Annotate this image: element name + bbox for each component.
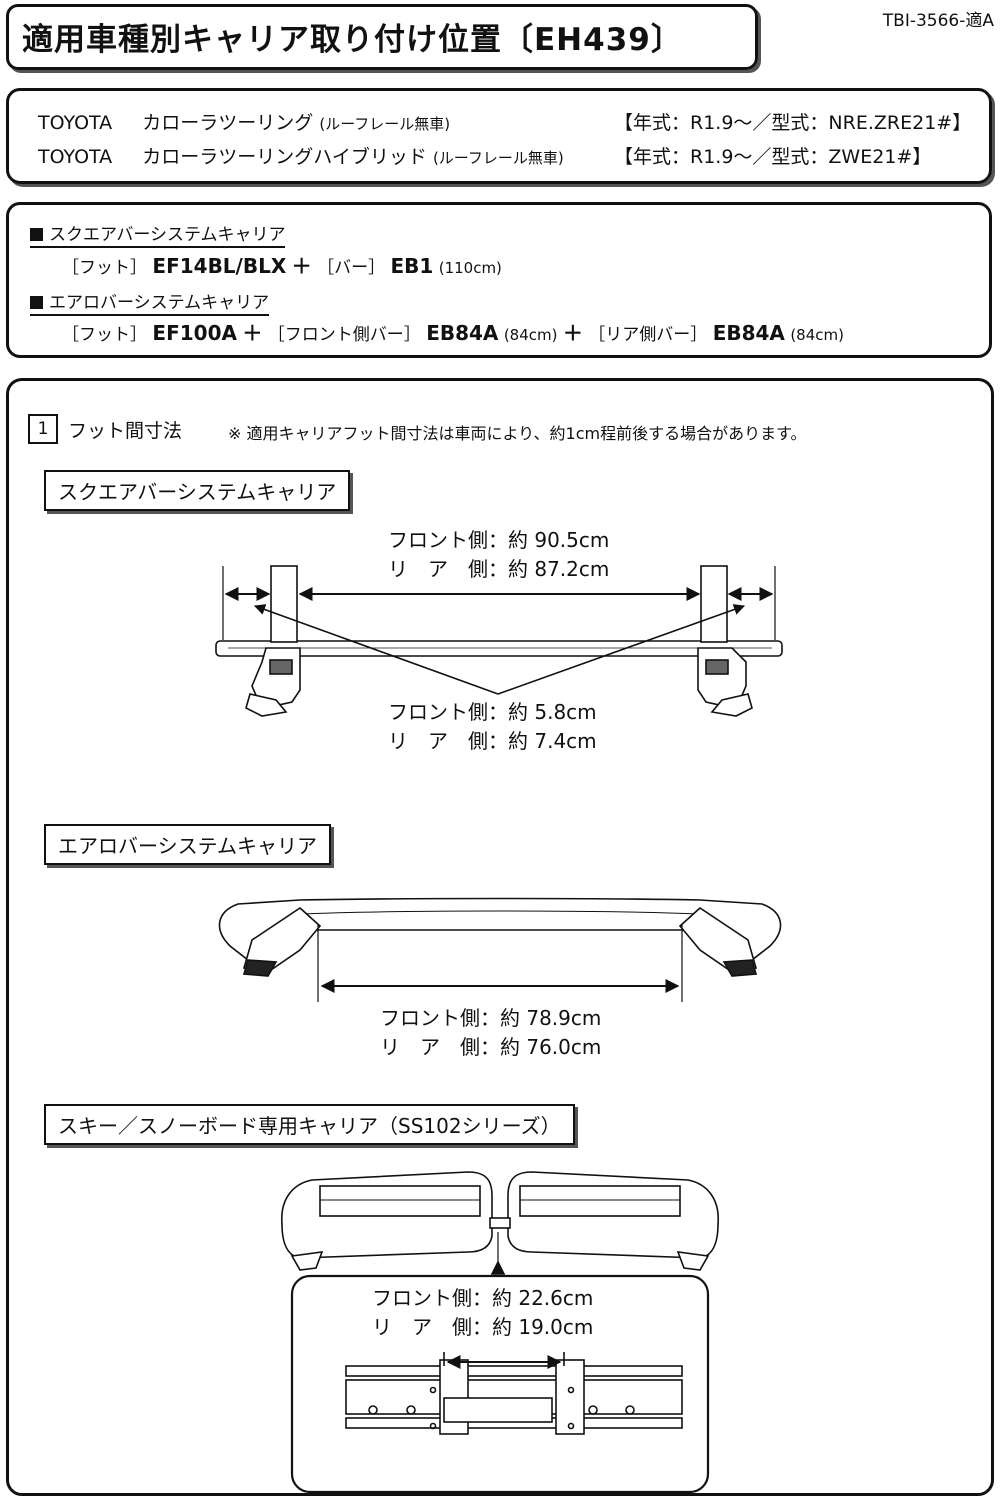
aero-carrier-parts: ［フット］ EF100A ＋ ［フロント側バー］ EB84A (84cm) ＋ …: [62, 321, 844, 345]
square-bar-diagram: [215, 565, 783, 717]
vehicle-maker: TOYOTA: [38, 112, 113, 134]
square-figure-label: スクエアバーシステムキャリア: [44, 470, 351, 511]
aero-front: フロント側：約 78.9cm: [380, 1006, 602, 1030]
aero-figure-label: エアロバーシステムキャリア: [44, 824, 331, 865]
title-frame: [6, 4, 758, 70]
square-inner-rear: リ ア 側：約 87.2cm: [388, 557, 610, 581]
vehicle-note: (ルーフレール無車): [432, 149, 564, 167]
vehicle-model: カローラツーリングハイブリッド: [142, 146, 427, 168]
bar-model: EB1: [390, 254, 434, 278]
square-carrier-parts: ［フット］ EF14BL/BLX ＋ ［バー］ EB1 (110cm): [62, 254, 502, 278]
ski-front: フロント側：約 22.6cm: [372, 1286, 594, 1310]
carrier-panel: [6, 202, 992, 358]
ski-rear: リ ア 側：約 19.0cm: [372, 1315, 594, 1339]
aero-dimensions: フロント側：約 78.9cm リ ア 側：約 76.0cm: [380, 1004, 601, 1062]
square-outer-front: フロント側：約 5.8cm: [388, 700, 597, 724]
foot-model: EF14BL/BLX: [152, 254, 287, 278]
front-bar-model: EB84A: [426, 321, 499, 345]
vehicle-model: カローラツーリング: [142, 112, 314, 134]
square-carrier-heading: スクエアバーシステムキャリア: [30, 220, 286, 248]
vehicle-row-1: TOYOTA カローラツーリング (ルーフレール無車) 【年式：R1.9～／型式…: [38, 108, 971, 135]
aero-bar-diagram: [218, 897, 782, 1002]
foot-model: EF100A: [152, 321, 237, 345]
vehicle-year: 【年式：R1.9～／型式：NRE.ZRE21#】: [614, 112, 972, 134]
vehicle-panel: [6, 88, 992, 184]
vehicle-note: (ルーフレール無車): [319, 115, 451, 133]
vehicle-maker: TOYOTA: [38, 146, 113, 168]
dimension-panel: [6, 378, 994, 1496]
section-note: ※ 適用キャリアフット間寸法は車両により、約1cm程前後する場合があります。: [228, 424, 807, 443]
ski-dimensions: フロント側：約 22.6cm リ ア 側：約 19.0cm: [372, 1284, 593, 1342]
square-bullet-icon: [30, 296, 43, 309]
ski-figure-label: スキー／スノーボード専用キャリア（SS102シリーズ）: [44, 1104, 575, 1145]
page-title: 適用車種別キャリア取り付け位置〔EH439〕: [22, 22, 683, 58]
square-inner-dimensions: フロント側：約 90.5cm リ ア 側：約 87.2cm: [388, 526, 609, 584]
aero-carrier-heading: エアロバーシステムキャリア: [30, 288, 270, 316]
section-title: フット間寸法: [68, 420, 183, 442]
document-id: TBI-3566-適A: [882, 11, 994, 31]
square-inner-front: フロント側：約 90.5cm: [388, 528, 610, 552]
square-outer-dimensions: フロント側：約 5.8cm リ ア 側：約 7.4cm: [388, 698, 597, 756]
aero-rear: リ ア 側：約 76.0cm: [380, 1035, 602, 1059]
vehicle-row-2: TOYOTA カローラツーリングハイブリッド (ルーフレール無車) 【年式：R1…: [38, 142, 931, 169]
square-bullet-icon: [30, 228, 43, 241]
square-outer-rear: リ ア 側：約 7.4cm: [388, 729, 597, 753]
vehicle-year: 【年式：R1.9～／型式：ZWE21#】: [614, 146, 932, 168]
ski-carrier-diagram: [281, 1171, 719, 1494]
rear-bar-model: EB84A: [712, 321, 785, 345]
section-number: 1: [28, 414, 58, 444]
